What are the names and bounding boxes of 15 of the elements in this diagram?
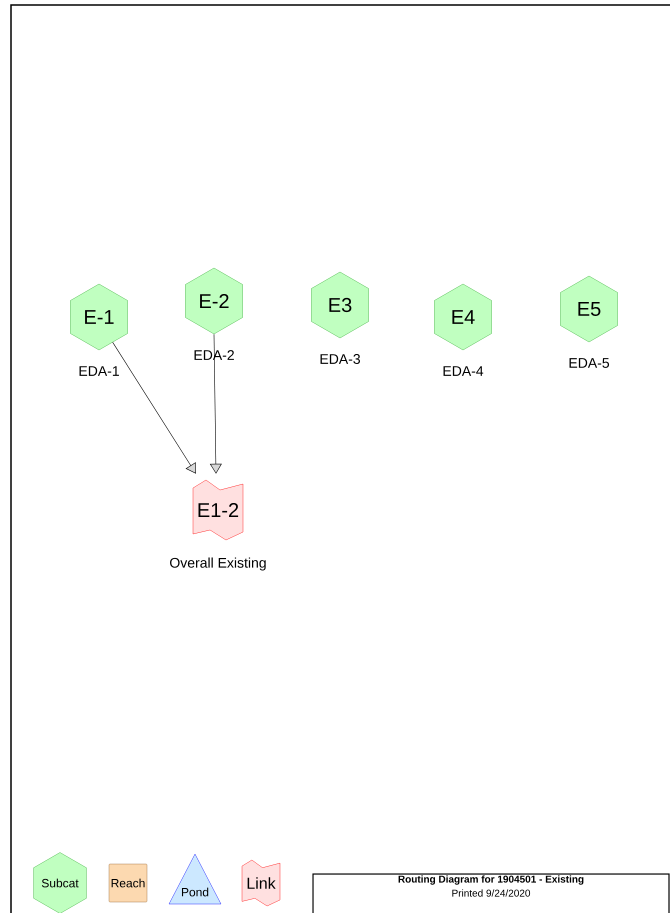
node-caption: EDA-1 xyxy=(80,366,119,376)
subcatchment-hexagon: E3 xyxy=(311,272,369,338)
subcatchment-hexagon: E4 xyxy=(434,284,492,350)
reach-box: Reach xyxy=(108,864,148,902)
pond-triangle: Pond xyxy=(168,854,222,904)
arrow xyxy=(112,342,196,474)
node-caption: EDA-4 xyxy=(444,366,484,376)
subcatchment-hexagon: E-2 xyxy=(185,268,243,334)
node-caption: EDA-5 xyxy=(570,358,610,368)
subcatchment-hexagon: E-1 xyxy=(70,284,128,350)
subcatchment-hexagon: E5 xyxy=(560,276,618,342)
subcatchment-hexagon: Subcat xyxy=(33,852,87,913)
node-caption: Overall Existing xyxy=(170,557,266,571)
title-block: Routing Diagram for 1904501 - Existing Printed 9/24/2020 xyxy=(312,873,670,913)
node-caption: EDA-3 xyxy=(320,354,360,364)
